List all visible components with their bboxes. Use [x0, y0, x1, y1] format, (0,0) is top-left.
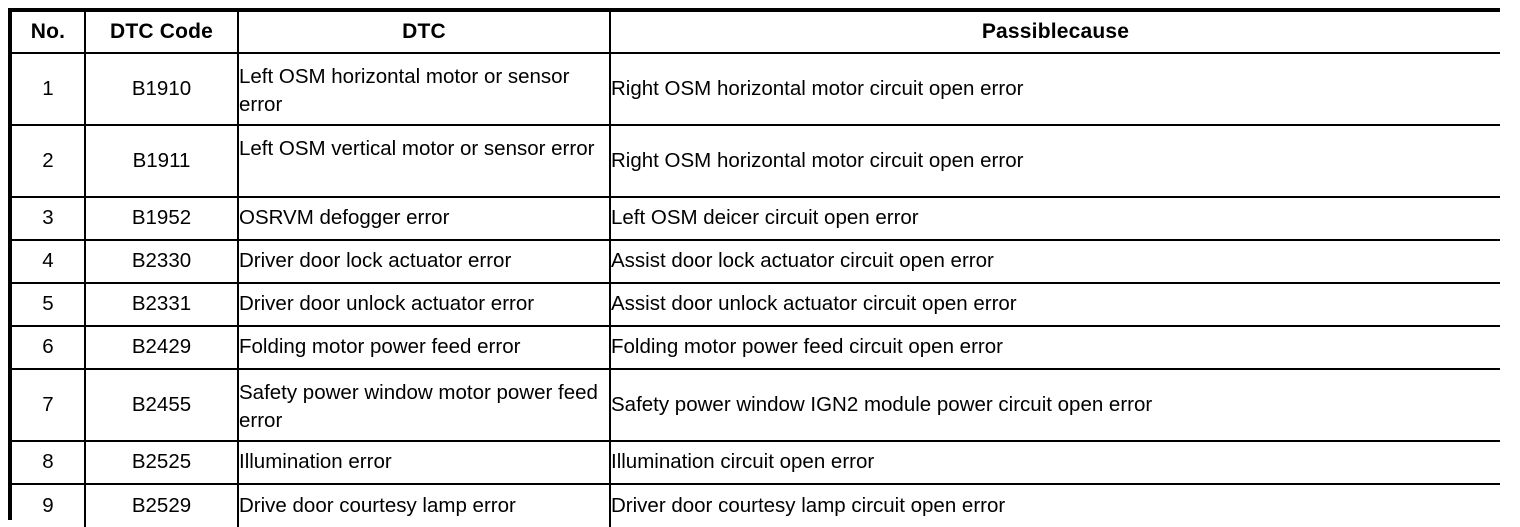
column-header-dtc-code: DTC Code [84, 12, 239, 54]
cell-passiblecause: Assist door unlock actuator circuit open… [609, 282, 1500, 327]
table-row: 6 B2429 Folding motor power feed error F… [12, 325, 1500, 370]
cell-passiblecause: Assist door lock actuator circuit open e… [609, 239, 1500, 284]
table-row: 8 B2525 Illumination error Illumination … [12, 440, 1500, 485]
cell-passiblecause: Left OSM deicer circuit open error [609, 196, 1500, 241]
cell-no: 2 [12, 124, 86, 198]
cell-no: 8 [12, 440, 86, 485]
cell-no: 3 [12, 196, 86, 241]
column-header-dtc: DTC [237, 12, 611, 54]
cell-dtc: Safety power window motor power feed err… [237, 368, 611, 442]
dtc-table-container: No. DTC Code DTC Passiblecause 1 B1910 L… [8, 8, 1500, 527]
cell-dtc-code: B1952 [84, 196, 239, 241]
cell-no: 9 [12, 483, 86, 527]
cell-dtc-code: B2455 [84, 368, 239, 442]
cell-passiblecause: Safety power window IGN2 module power ci… [609, 368, 1500, 442]
cell-passiblecause: Right OSM horizontal motor circuit open … [609, 52, 1500, 126]
table-row: 9 B2529 Drive door courtesy lamp error D… [12, 483, 1500, 527]
dtc-fault-code-table: No. DTC Code DTC Passiblecause 1 B1910 L… [12, 12, 1500, 527]
table-row: 3 B1952 OSRVM defogger error Left OSM de… [12, 196, 1500, 241]
cell-dtc: Driver door unlock actuator error [237, 282, 611, 327]
cell-no: 1 [12, 52, 86, 126]
table-header: No. DTC Code DTC Passiblecause [12, 12, 1500, 54]
cell-dtc: Left OSM vertical motor or sensor error [237, 124, 611, 198]
cell-passiblecause: Driver door courtesy lamp circuit open e… [609, 483, 1500, 527]
table-body: 1 B1910 Left OSM horizontal motor or sen… [12, 52, 1500, 527]
cell-passiblecause: Right OSM horizontal motor circuit open … [609, 124, 1500, 198]
cell-dtc: Drive door courtesy lamp error [237, 483, 611, 527]
cell-no: 5 [12, 282, 86, 327]
table-row: 4 B2330 Driver door lock actuator error … [12, 239, 1500, 284]
cell-no: 6 [12, 325, 86, 370]
cell-dtc: Left OSM horizontal motor or sensor erro… [237, 52, 611, 126]
cell-dtc-code: B2525 [84, 440, 239, 485]
cell-dtc: Folding motor power feed error [237, 325, 611, 370]
cell-passiblecause: Folding motor power feed circuit open er… [609, 325, 1500, 370]
column-header-passiblecause: Passiblecause [609, 12, 1500, 54]
cell-dtc-code: B2429 [84, 325, 239, 370]
column-header-no: No. [12, 12, 86, 54]
cell-dtc-code: B1911 [84, 124, 239, 198]
table-row: 5 B2331 Driver door unlock actuator erro… [12, 282, 1500, 327]
cell-dtc-code: B2529 [84, 483, 239, 527]
cell-dtc-code: B2331 [84, 282, 239, 327]
cell-no: 4 [12, 239, 86, 284]
table-row: 2 B1911 Left OSM vertical motor or senso… [12, 124, 1500, 198]
cell-dtc-code: B2330 [84, 239, 239, 284]
table-header-row: No. DTC Code DTC Passiblecause [12, 12, 1500, 54]
table-row: 1 B1910 Left OSM horizontal motor or sen… [12, 52, 1500, 126]
cell-passiblecause: Illumination circuit open error [609, 440, 1500, 485]
cell-dtc: Illumination error [237, 440, 611, 485]
cell-dtc-code: B1910 [84, 52, 239, 126]
cell-no: 7 [12, 368, 86, 442]
cell-dtc: OSRVM defogger error [237, 196, 611, 241]
table-row: 7 B2455 Safety power window motor power … [12, 368, 1500, 442]
cell-dtc: Driver door lock actuator error [237, 239, 611, 284]
